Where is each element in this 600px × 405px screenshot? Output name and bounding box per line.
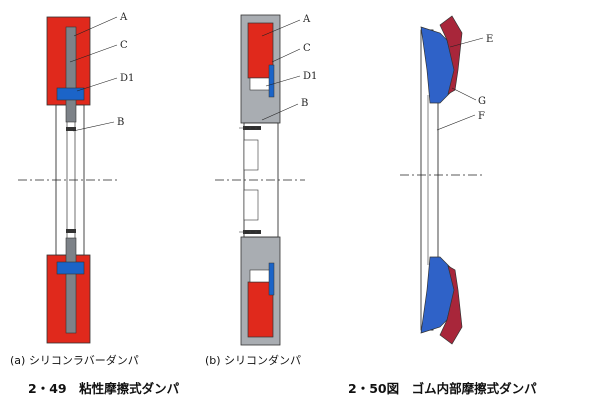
diagram-b-label-d1: D1 (303, 71, 317, 82)
diagram-b-ring-d1-lower (268, 262, 275, 296)
diagram-c-label-e: E (486, 34, 493, 45)
caption-sub-a: (a) シリコンラバーダンパ (10, 354, 139, 367)
diagram-c-label-g: G (478, 96, 486, 107)
diagram-a-shaft-lower (65, 237, 77, 334)
diagram-a-label-b: B (117, 117, 124, 128)
diagram-b-ring-d1-upper (268, 64, 275, 98)
diagram-b-label-b: B (301, 98, 308, 109)
diagram-a-bolt-lower (66, 229, 76, 233)
diagram-c-label-f: F (478, 111, 485, 122)
diagram-a-label-a: A (119, 12, 128, 23)
caption-fig-2-50: 2・50図 ゴム内部摩擦式ダンパ (348, 381, 537, 396)
caption-sub-b: (b) シリコンダンパ (205, 354, 302, 367)
diagram-b-label-a: A (302, 14, 311, 25)
diagram-a-label-c: C (120, 40, 128, 51)
diagram-a-bolt-upper (66, 127, 76, 131)
diagram-a-silicone-rubber-damper: A C D1 B (18, 12, 134, 344)
diagram-a-label-d1: D1 (120, 73, 134, 84)
diagram-c-mass-lower (439, 265, 463, 345)
diagram-b-silicone-damper: A C D1 B (215, 14, 317, 346)
diagram-a-shaft-upper (65, 26, 77, 123)
diagram-a-ring-d1-lower (56, 261, 85, 275)
caption-fig-2-49: 2・49 粘性摩擦式ダンパ (28, 381, 180, 396)
diagram-b-label-c: C (303, 43, 311, 54)
diagram-c-mass-upper (439, 15, 463, 95)
diagram-c-rubber-damper: E G F (400, 15, 493, 345)
